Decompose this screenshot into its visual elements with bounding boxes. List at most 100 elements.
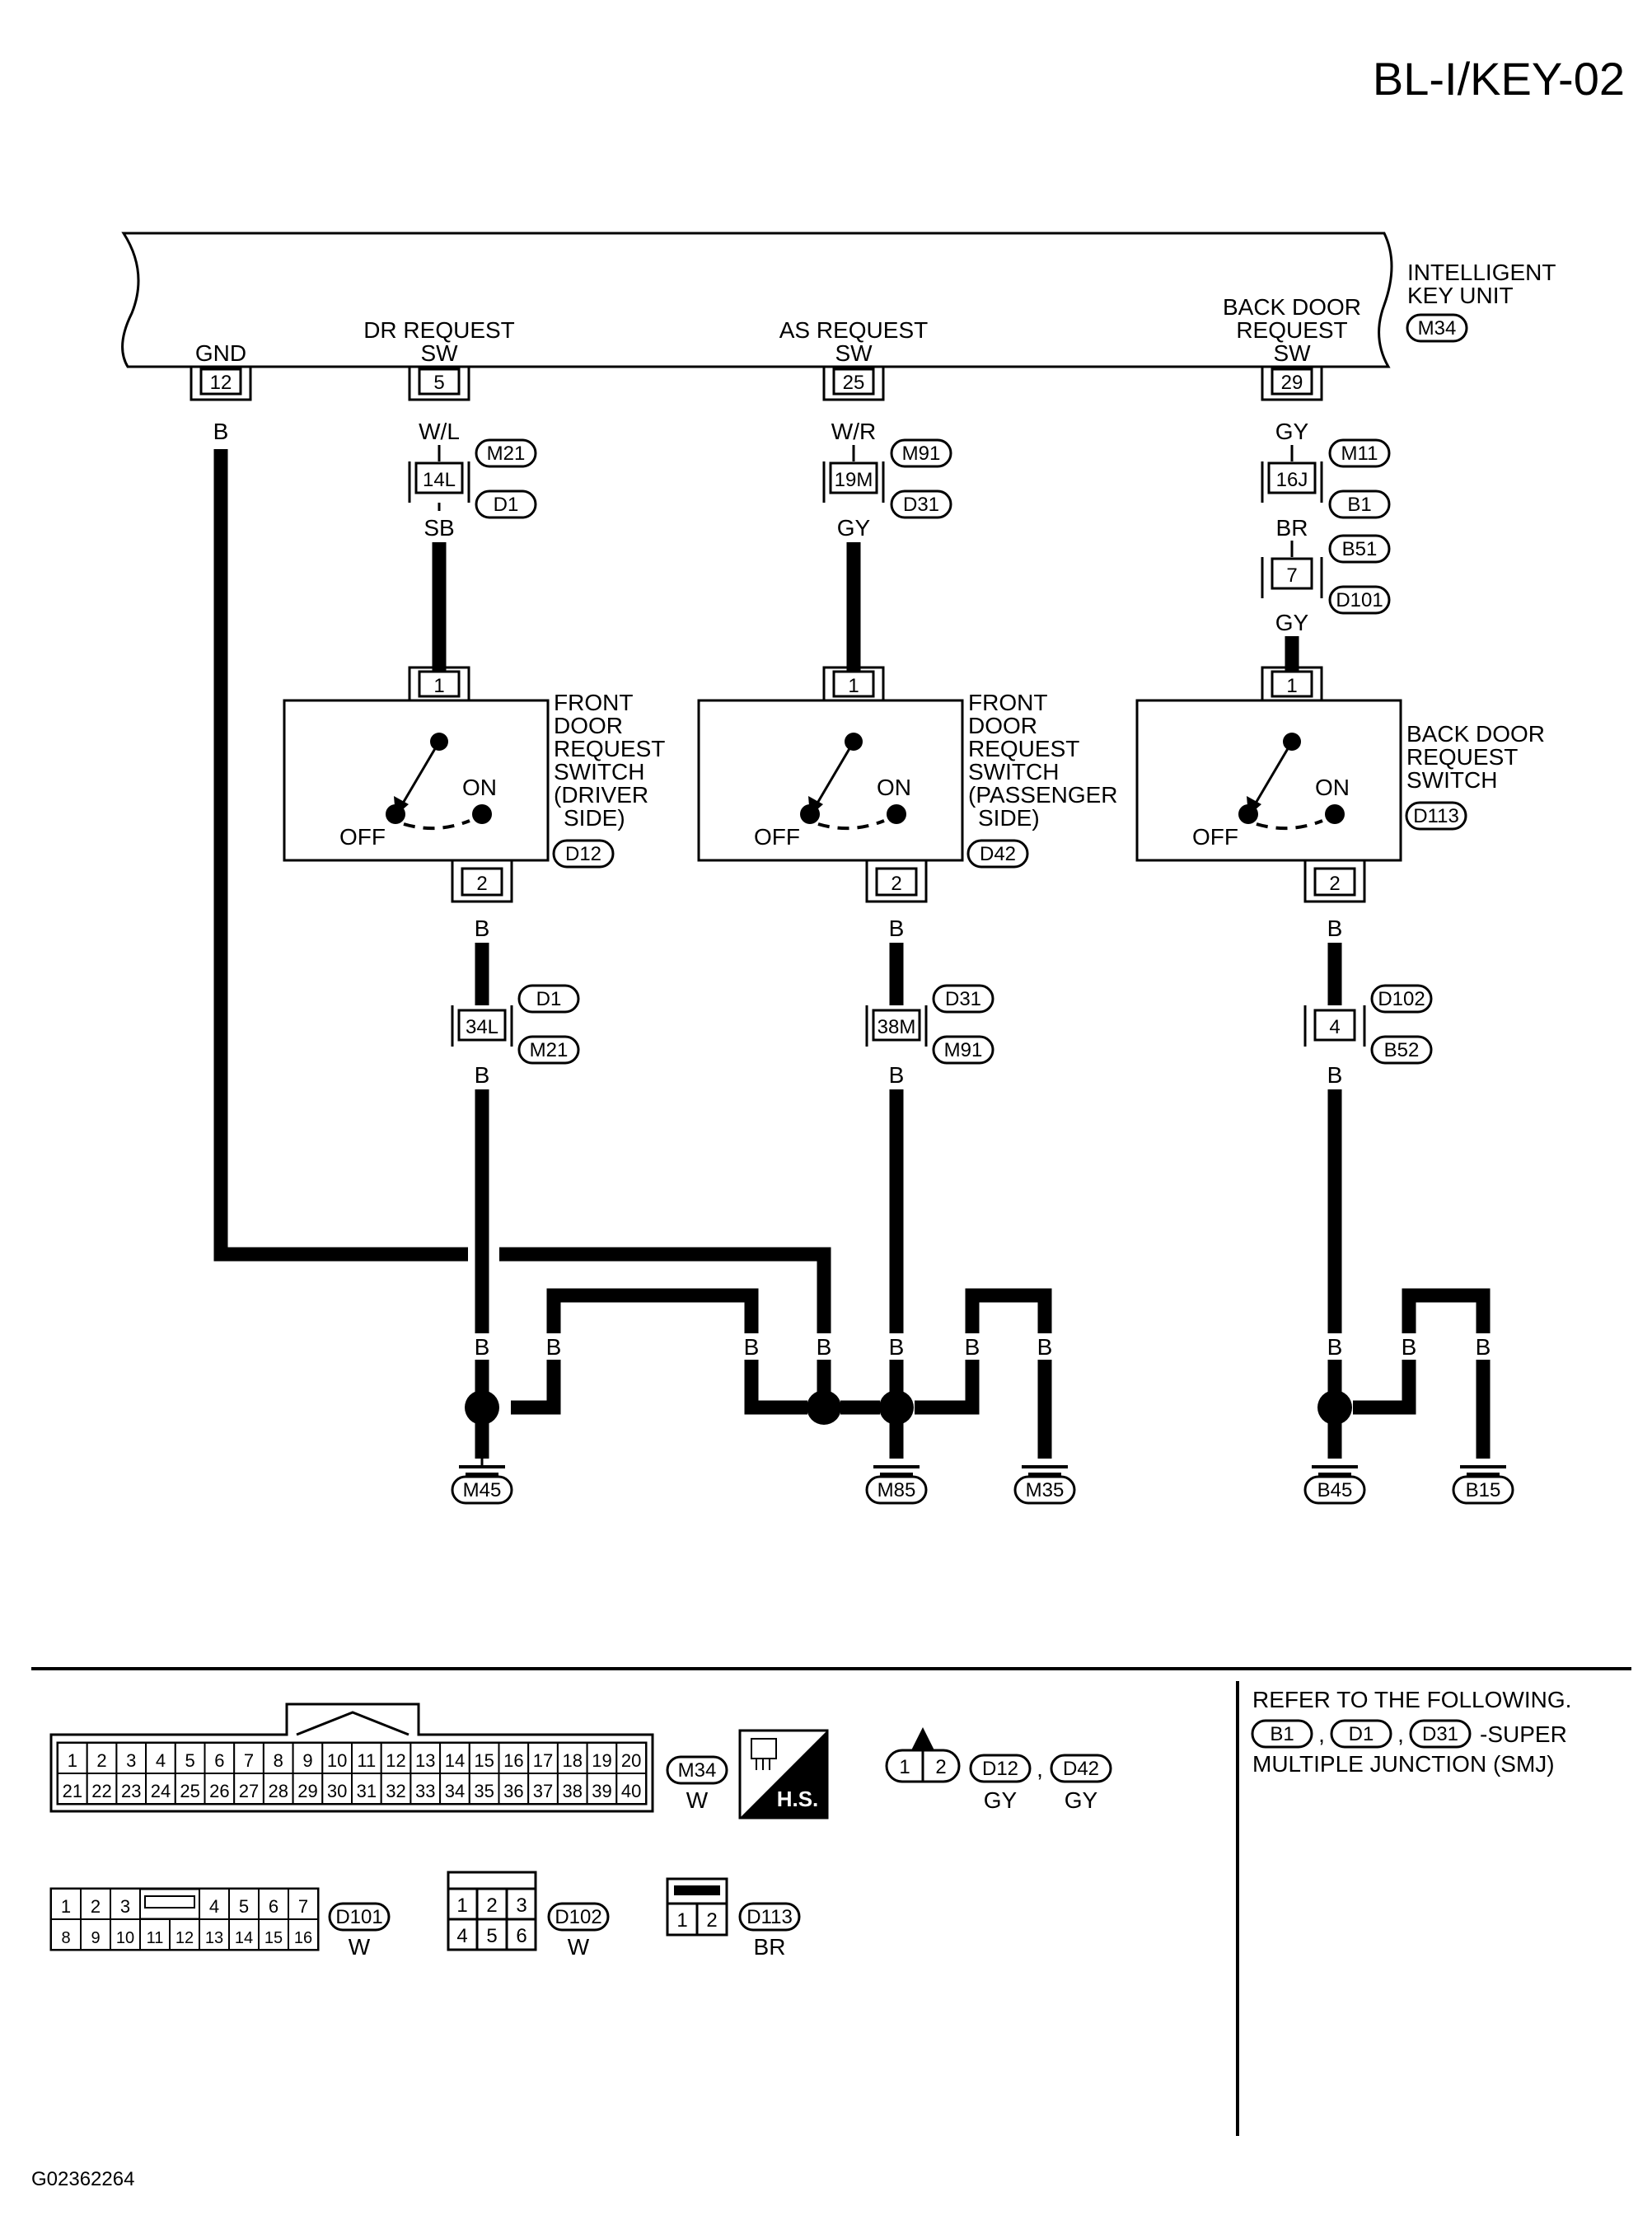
dr-switch-name-4: (DRIVER xyxy=(554,782,648,808)
connector-pin-number: 19 xyxy=(592,1750,611,1771)
ground-link-m45-m85 xyxy=(511,1288,807,1415)
dr-switch-pin1: 1 xyxy=(408,666,470,700)
as-switch-pin2: 2 xyxy=(865,860,928,903)
ground-wire-label-top: B xyxy=(1037,1334,1053,1360)
svg-text:2: 2 xyxy=(486,1894,497,1917)
svg-text:D102: D102 xyxy=(1378,988,1425,1010)
m34-oval xyxy=(666,1755,728,1785)
connector-pin-number: 10 xyxy=(116,1929,134,1947)
connector-pin-cell xyxy=(57,1773,88,1805)
svg-text:M91: M91 xyxy=(944,1039,983,1061)
back-switch-name-1: REQUEST xyxy=(1406,744,1518,770)
key-unit-name: INTELLIGENT xyxy=(1407,260,1556,285)
splice-dot xyxy=(465,1390,499,1425)
d12-id: D12 xyxy=(982,1758,1018,1780)
as-terminal-pin: 25 xyxy=(822,367,885,401)
connector-pin-cell xyxy=(498,1773,530,1805)
dr-switch-out-wire: B xyxy=(475,916,490,941)
connector-pin-number: 14 xyxy=(445,1750,465,1771)
ground-symbol-m85: M85 xyxy=(865,1465,928,1505)
d42-id: D42 xyxy=(1063,1758,1099,1780)
svg-text:D31: D31 xyxy=(903,494,939,516)
connector-pin-number: 31 xyxy=(357,1781,377,1801)
svg-text:ON: ON xyxy=(1315,775,1350,800)
connector-pin-number: 4 xyxy=(156,1750,166,1771)
connector-pin-cell xyxy=(86,1742,118,1774)
connector-pin-cell xyxy=(139,1918,171,1951)
svg-text:B45: B45 xyxy=(1317,1479,1353,1501)
as-request-switch: OFF ON xyxy=(697,699,964,862)
back-wire-color: GY xyxy=(1275,419,1309,444)
svg-text:1: 1 xyxy=(676,1909,687,1932)
back-switch-connector-oval xyxy=(1405,801,1467,831)
ground-symbol-m45: M45 xyxy=(451,1459,513,1505)
as-top-junction: 19M M91 D31 xyxy=(822,438,952,519)
m34-color: W xyxy=(686,1787,709,1813)
connector-pin-number: 34 xyxy=(445,1781,465,1801)
ground-wire-label-top: B xyxy=(744,1334,760,1360)
key-unit-body xyxy=(121,232,1393,368)
connector-pin-number: 32 xyxy=(386,1781,405,1801)
connector-pin-number: 35 xyxy=(474,1781,494,1801)
hs-connector-icon: H.S. xyxy=(738,1729,829,1820)
as-wire-gy: GY xyxy=(837,515,871,541)
connector-pin-number: 8 xyxy=(61,1929,70,1947)
gnd-wire xyxy=(213,449,831,1407)
d12-color: GY xyxy=(984,1787,1018,1813)
connector-pin-number: 12 xyxy=(386,1750,405,1771)
ground-link-m85-m35 xyxy=(915,1288,1052,1459)
refer-heading: REFER TO THE FOLLOWING. xyxy=(1252,1687,1571,1712)
back-switch-connector: D113 xyxy=(1413,805,1459,827)
ground-symbol-m35: M35 xyxy=(1013,1465,1076,1505)
svg-text:1: 1 xyxy=(1286,675,1297,697)
back-bottom-wire: B xyxy=(1327,1062,1343,1088)
as-wire-color: W/R xyxy=(831,419,876,444)
svg-text:5: 5 xyxy=(433,372,444,394)
as-bottom-junction: 38M D31 M91 xyxy=(865,984,994,1065)
back-switch-name-2: SWITCH xyxy=(1406,767,1497,793)
svg-text:H.S.: H.S. xyxy=(777,1787,819,1811)
connector-pin-cell xyxy=(321,1773,353,1805)
d42-oval xyxy=(1050,1754,1112,1783)
svg-text:34L: 34L xyxy=(466,1016,498,1038)
dr-switch-name-5: SIDE) xyxy=(564,805,625,831)
connector-pin-cell xyxy=(169,1918,200,1951)
connector-pin-number: 7 xyxy=(244,1750,254,1771)
connector-pin-number: 11 xyxy=(357,1750,376,1771)
svg-text:D101: D101 xyxy=(1336,589,1383,611)
dr-switch-pin2: 2 xyxy=(451,860,513,903)
connector-pin-number: 15 xyxy=(264,1929,283,1947)
refer-line3: MULTIPLE JUNCTION (SMJ) xyxy=(1252,1751,1555,1777)
connector-pin-cell xyxy=(204,1773,236,1805)
svg-text:ON: ON xyxy=(877,775,911,800)
svg-text:2: 2 xyxy=(935,1756,946,1778)
svg-text:B15: B15 xyxy=(1466,1479,1501,1501)
ground-wire-label-top: B xyxy=(1327,1334,1343,1360)
connector-pin-number: 37 xyxy=(533,1781,553,1801)
as-bottom-wire: B xyxy=(889,1062,905,1088)
connector-pin-number: 25 xyxy=(180,1781,199,1801)
splice-dot xyxy=(807,1390,841,1425)
as-switch-name-2: REQUEST xyxy=(968,736,1079,761)
svg-text:14L: 14L xyxy=(423,469,456,491)
svg-text:OFF: OFF xyxy=(339,824,386,850)
connector-pin-number: 2 xyxy=(91,1896,101,1917)
back-switch-pin1: 1 xyxy=(1261,666,1323,700)
refer-sep: , xyxy=(1397,1721,1404,1747)
dr-switch-connector-oval xyxy=(552,839,615,869)
connector-pin-number: 11 xyxy=(147,1929,164,1947)
as-switch-out-wire: B xyxy=(889,916,905,941)
back-terminal-label: BACK DOOR xyxy=(1223,294,1361,320)
connector-pin-cell xyxy=(199,1888,230,1920)
ground-symbol-b45: B45 xyxy=(1303,1465,1366,1505)
d102-color: W xyxy=(568,1934,590,1960)
connector-pin-cell xyxy=(115,1773,147,1805)
ground-wire-label-top: B xyxy=(546,1334,562,1360)
dr-switch-name-2: REQUEST xyxy=(554,736,665,761)
svg-text:16J: 16J xyxy=(1276,469,1308,491)
connector-pin-number: 17 xyxy=(533,1750,553,1771)
back-request-switch: OFF ON xyxy=(1135,699,1402,862)
refer-d31: D31 xyxy=(1422,1723,1458,1745)
as-switch-connector: D42 xyxy=(980,843,1016,865)
